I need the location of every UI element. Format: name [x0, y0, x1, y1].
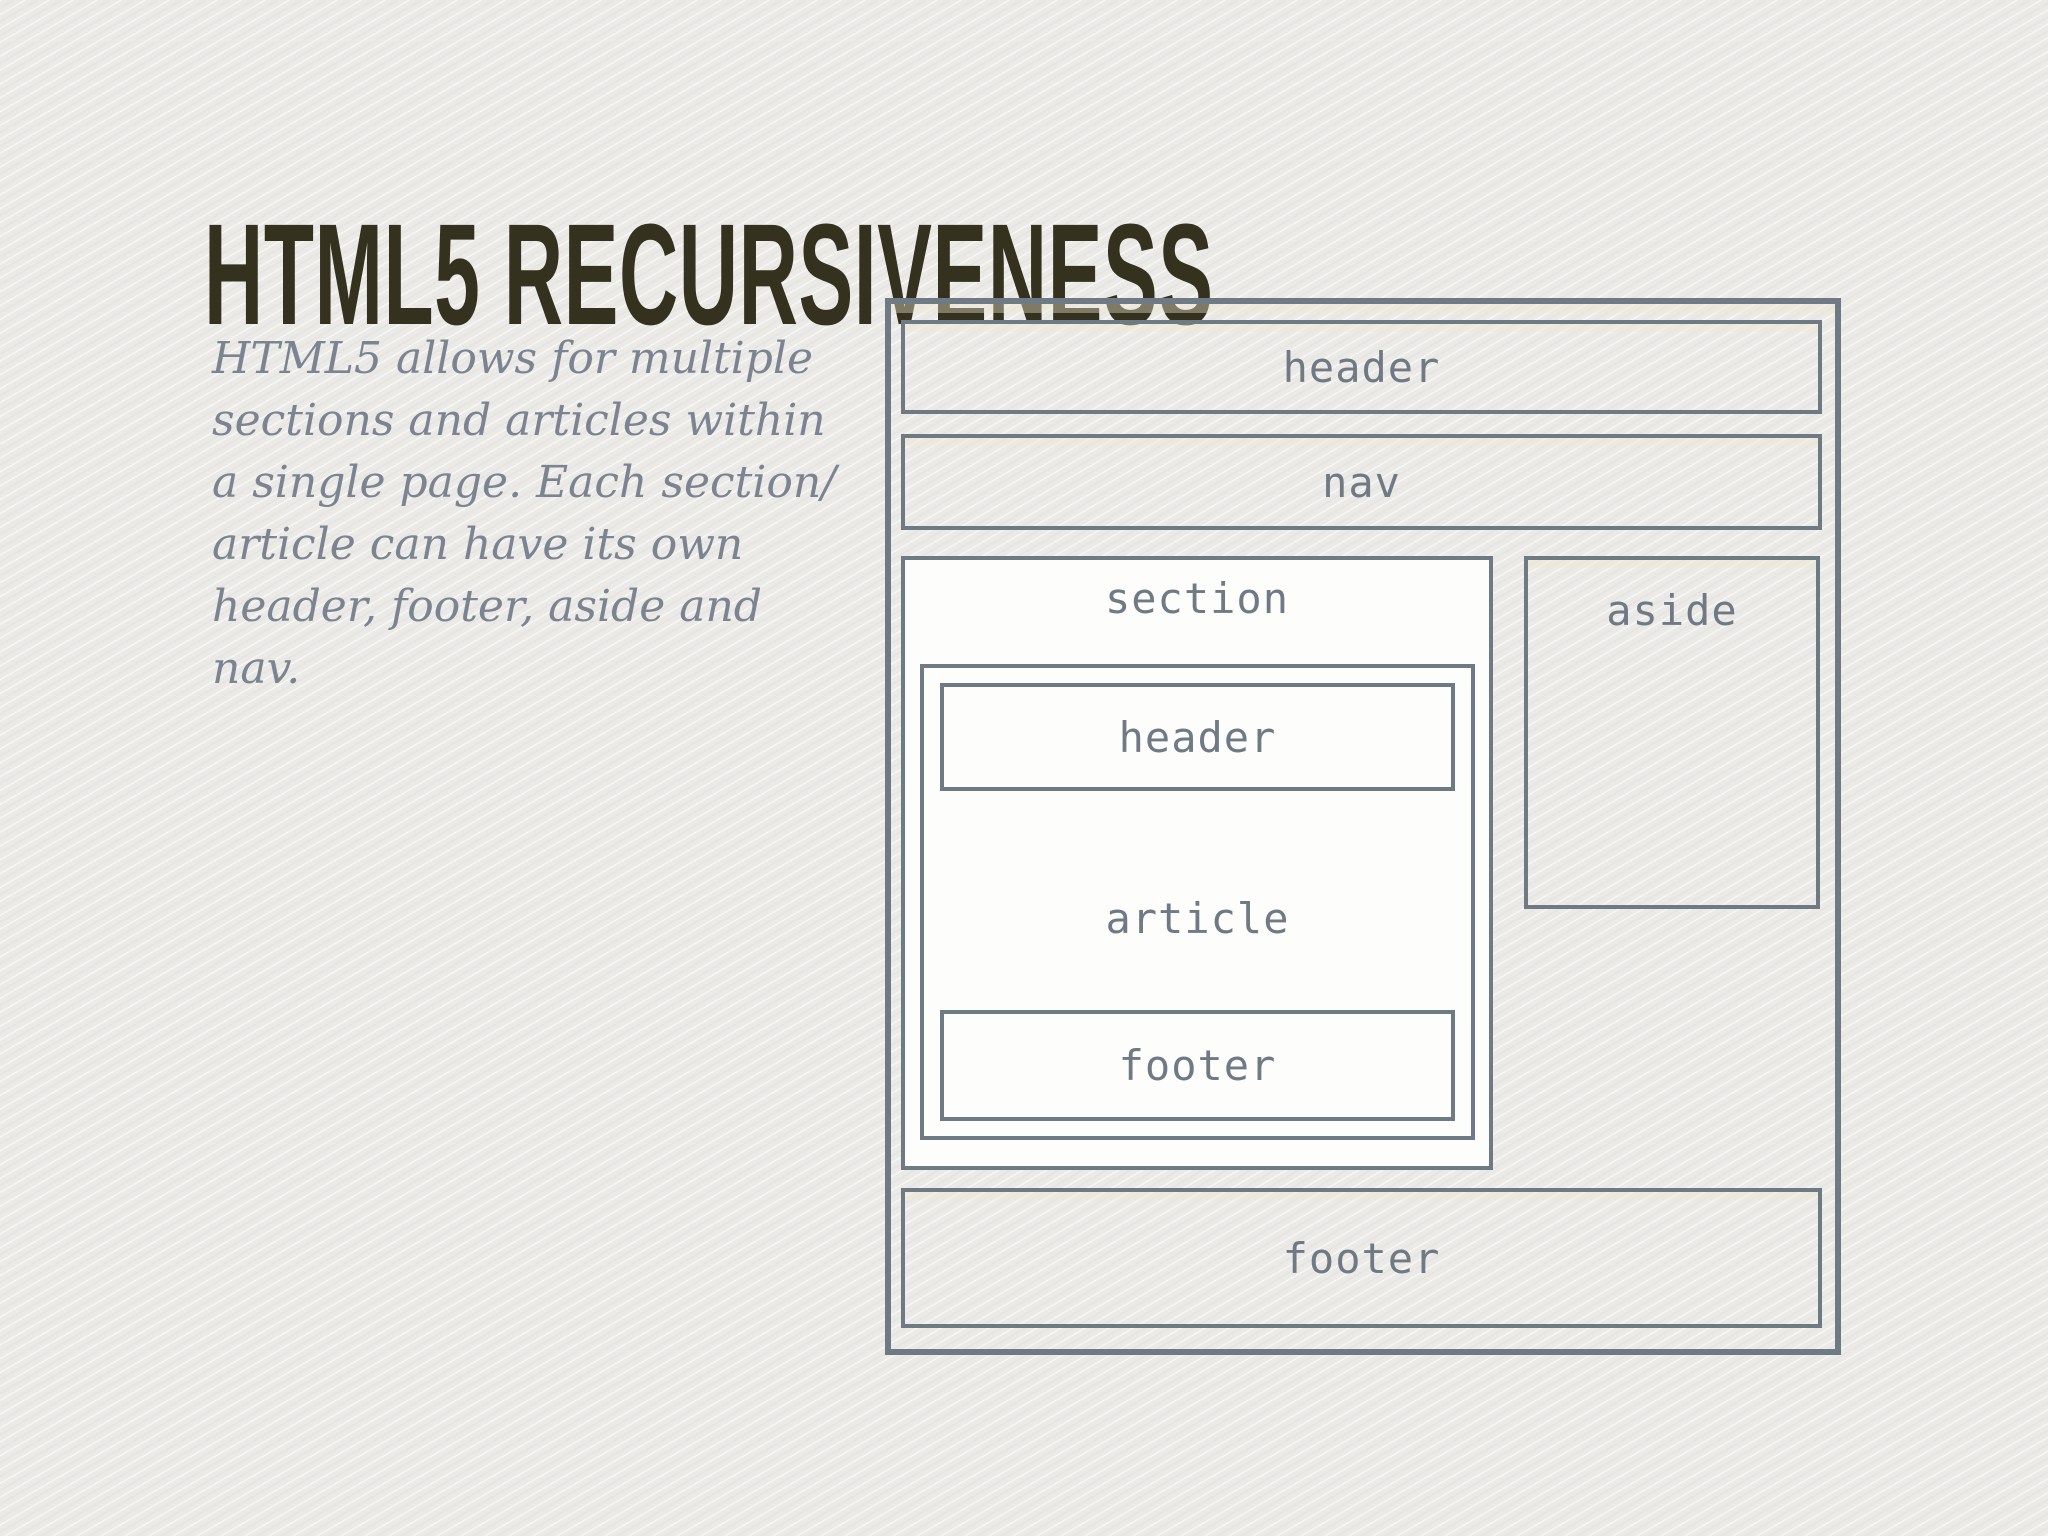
aside-label: aside — [1606, 586, 1738, 635]
body-line: HTML5 allows for multiple — [212, 333, 814, 384]
page-header-label: header — [1282, 342, 1441, 392]
body-line: article can have its own — [212, 519, 744, 570]
page-footer-label: footer — [1282, 1233, 1441, 1283]
section-label: section — [1104, 574, 1289, 623]
diagram-article-footer-box: footer — [940, 1010, 1455, 1121]
nav-label: nav — [1322, 457, 1401, 507]
diagram-section-box: section header article footer — [901, 556, 1493, 1170]
article-label: article — [1105, 894, 1290, 943]
diagram-nav-box: nav — [901, 434, 1822, 530]
html5-layout-diagram: header nav section header article footer — [885, 298, 1841, 1355]
diagram-article-header-box: header — [940, 683, 1455, 791]
body-line: header, footer, aside and — [212, 581, 762, 632]
diagram-page-footer-box: footer — [901, 1188, 1822, 1328]
body-line: sections and articles within — [212, 395, 826, 446]
body-paragraph: HTML5 allows for multiple sections and a… — [212, 328, 872, 700]
section-label-row: section — [905, 574, 1489, 623]
article-header-label: header — [1118, 712, 1277, 762]
diagram-article-box: header article footer — [920, 664, 1475, 1140]
body-line: a single page. Each section/ — [212, 457, 837, 508]
article-footer-label: footer — [1118, 1041, 1277, 1090]
diagram-aside-box: aside — [1524, 556, 1820, 909]
body-line: nav. — [212, 643, 301, 694]
diagram-page-header-box: header — [901, 320, 1822, 414]
article-label-row: article — [924, 894, 1471, 943]
